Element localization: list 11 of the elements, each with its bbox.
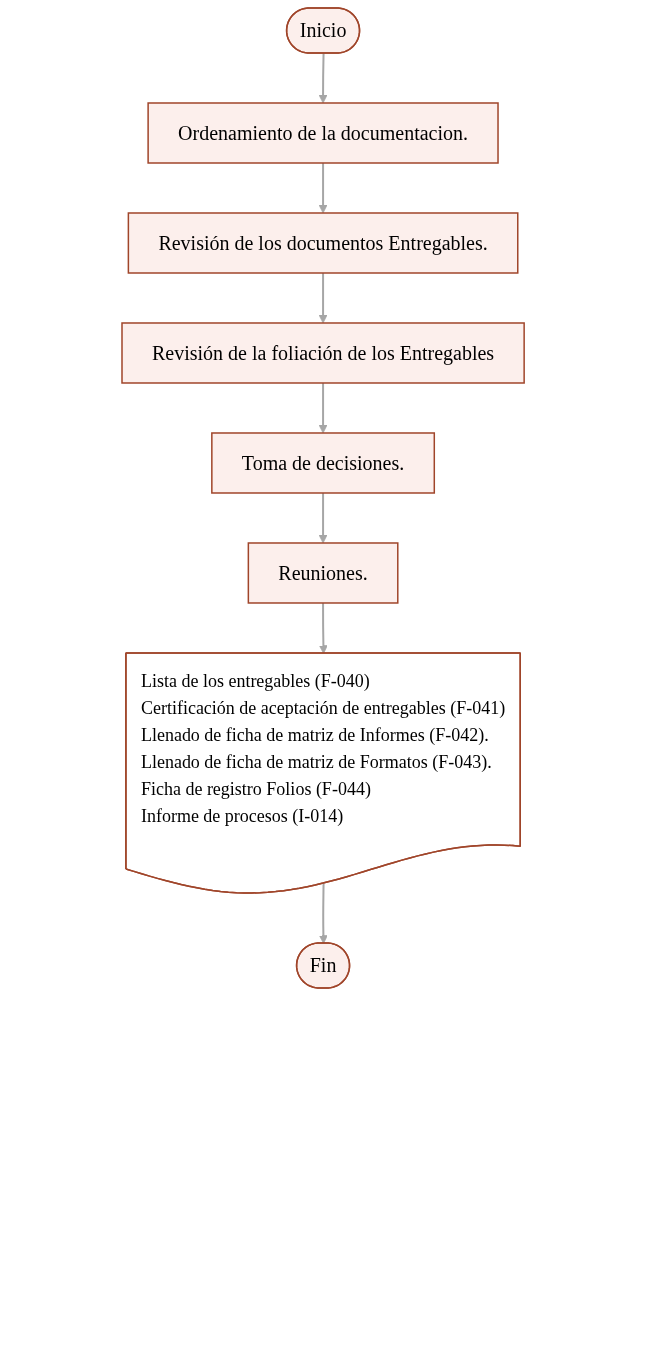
node-box: Toma de decisiones. — [211, 432, 435, 494]
arrow — [318, 52, 328, 104]
node-box: Reuniones. — [247, 542, 399, 604]
arrow — [318, 382, 328, 434]
node-box: Revisión de la foliación de los Entregables — [121, 322, 525, 384]
arrow — [318, 162, 328, 214]
arrow — [318, 492, 328, 544]
arrow — [318, 272, 328, 324]
node-box: Ordenamiento de la documentacion. — [147, 102, 499, 164]
node-box: Revisión de los documentos Entregables. — [127, 212, 519, 274]
arrow — [318, 882, 328, 944]
